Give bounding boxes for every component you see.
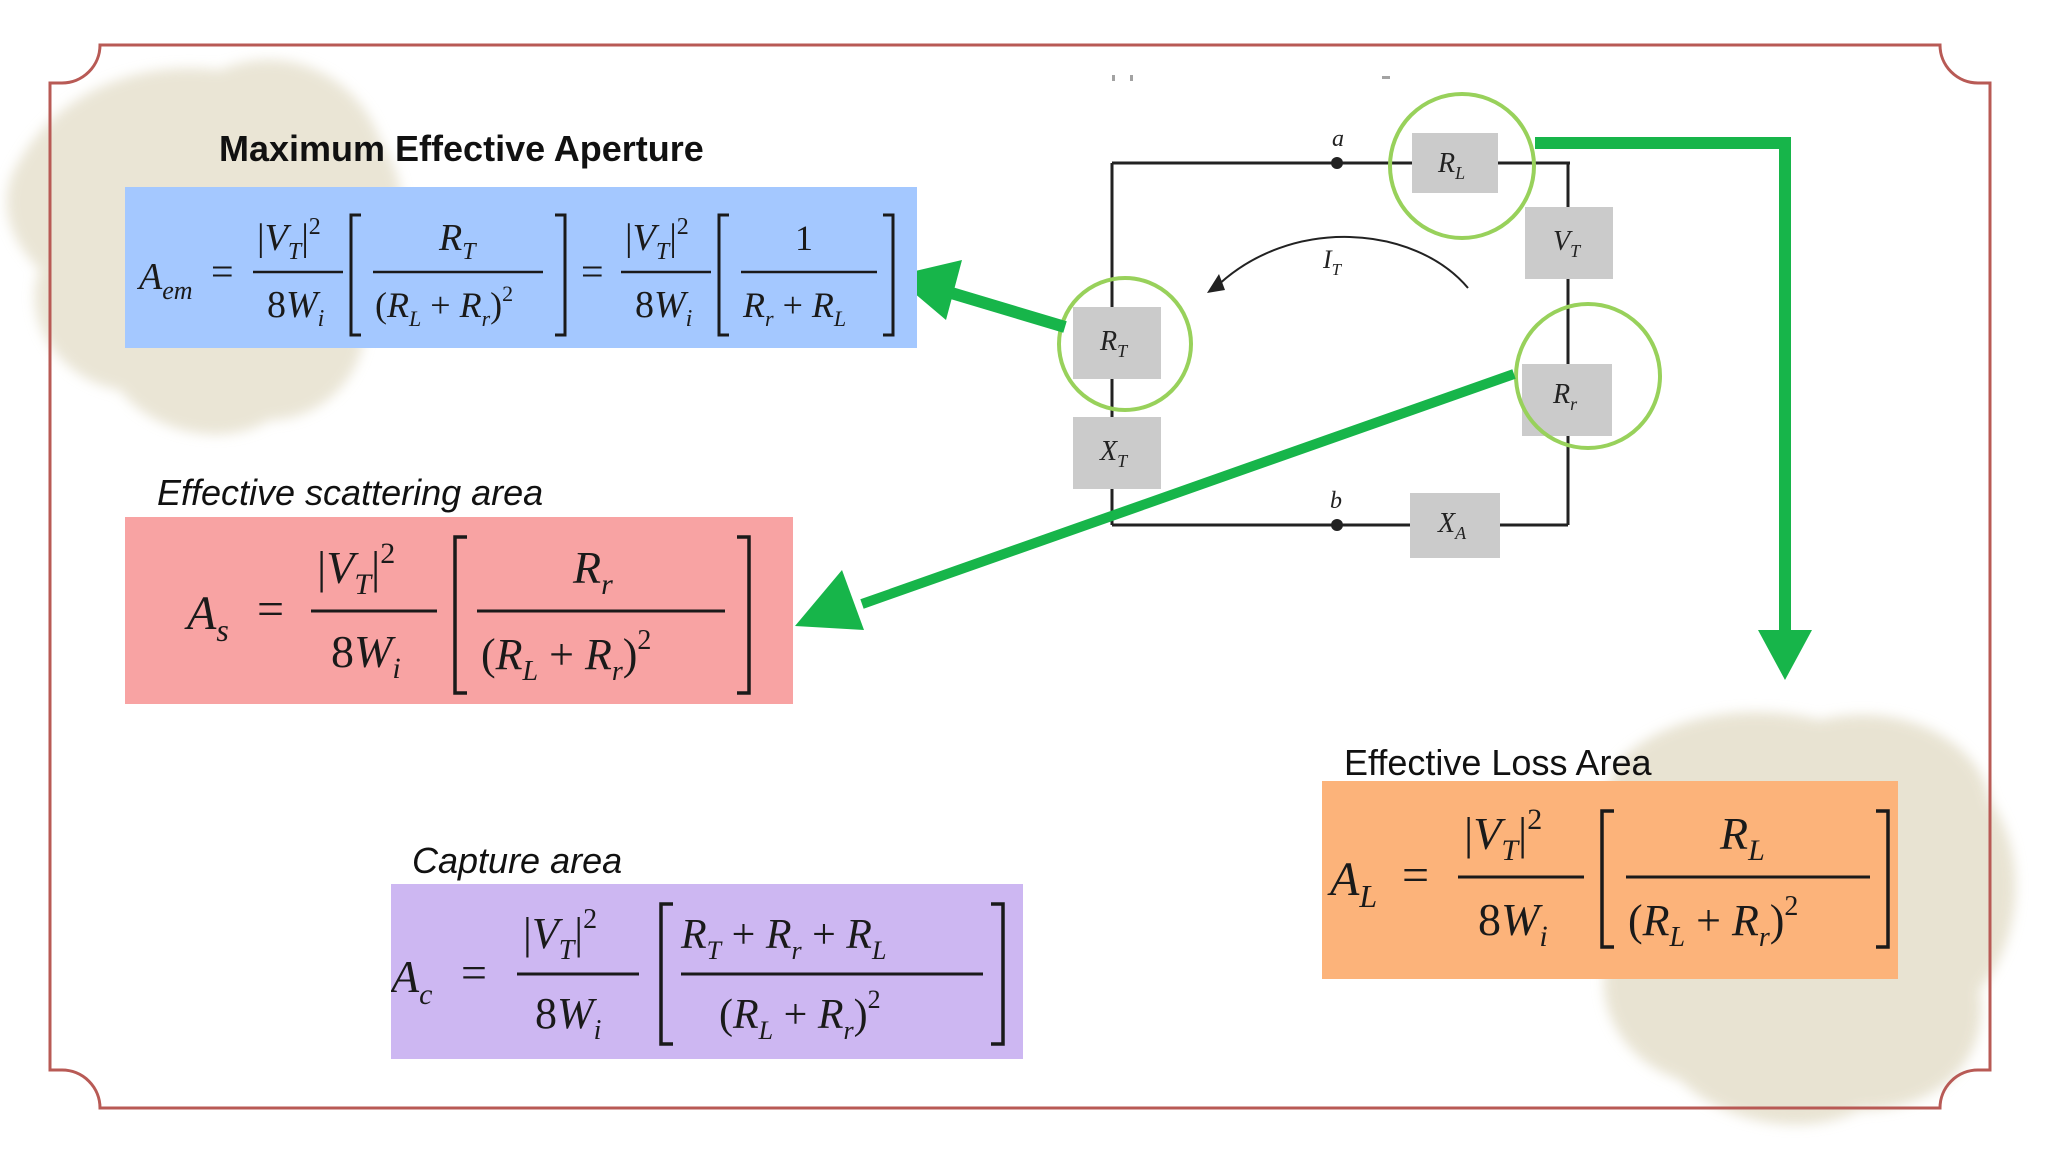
current-arrow [1214, 236, 1469, 289]
svg-text:8Wi: 8Wi [331, 626, 401, 685]
arrowhead-scattering [795, 570, 864, 630]
formula-box-effective-loss-area: AL = |VT|2 8Wi RL (RL + Rr)2 [1322, 781, 1898, 979]
component-rt-box [1073, 307, 1161, 379]
svg-text:1: 1 [795, 218, 813, 258]
node-b-label: b [1330, 488, 1342, 514]
current-label: IT [1322, 245, 1343, 279]
component-vt-label: VT [1553, 226, 1582, 261]
current-arrowhead [1207, 274, 1225, 293]
svg-text:(RL + Rr)2: (RL + Rr)2 [375, 281, 513, 331]
green-arrowheads [795, 260, 1812, 680]
caption-effective-scattering-area: Effective scattering area [157, 472, 544, 513]
svg-text:8Wi: 8Wi [267, 284, 324, 332]
node-b-dot [1331, 519, 1343, 531]
highlight-circle-rl [1388, 92, 1536, 240]
decorative-frame [48, 43, 1992, 1110]
component-xt-box [1073, 417, 1161, 489]
component-rl-label: RL [1437, 148, 1465, 183]
svg-text:Rr + RL: Rr + RL [742, 285, 846, 331]
component-xa-label: XA [1437, 508, 1467, 543]
svg-text:8Wi: 8Wi [535, 989, 601, 1046]
svg-text:=: = [1402, 849, 1429, 902]
formula-box-max-effective-aperture: Aem = |VT|2 8Wi RT (RL + Rr)2 = |VT|2 8W… [125, 187, 917, 348]
node-a-dot [1331, 157, 1343, 169]
arrow-rt-to-aperture [946, 286, 1067, 333]
svg-text:8Wi: 8Wi [635, 284, 692, 332]
svg-text:(RL + Rr)2: (RL + Rr)2 [1628, 891, 1798, 953]
component-rl-box [1412, 133, 1498, 193]
arrow-rl-to-loss [1535, 137, 1791, 632]
svg-text:=: = [581, 249, 604, 294]
caption-max-effective-aperture: Maximum Effective Aperture [219, 128, 704, 169]
svg-text:(RL + Rr)2: (RL + Rr)2 [719, 985, 881, 1045]
svg-text:=: = [257, 583, 284, 636]
figure-remnant-marks [1112, 75, 1390, 81]
svg-text:=: = [211, 249, 234, 294]
component-vt-box [1525, 207, 1613, 279]
caption-capture-area: Capture area [412, 840, 623, 881]
svg-text:(RL + Rr)2: (RL + Rr)2 [481, 625, 651, 687]
component-rr-label: Rr [1552, 379, 1578, 414]
arrow-rr-to-scattering [860, 369, 1516, 609]
arrowhead-loss [1758, 630, 1812, 680]
svg-text:Ac: Ac [391, 951, 432, 1011]
formula-box-capture-area: Ac = |VT|2 8Wi RT + Rr + RL (RL + Rr)2 [391, 884, 1023, 1059]
highlight-circle-rr [1514, 302, 1662, 450]
green-arrows [860, 137, 1791, 632]
svg-text:=: = [461, 947, 487, 998]
component-xt-label: XT [1099, 436, 1129, 471]
svg-text:|VT|2: |VT|2 [625, 214, 689, 265]
svg-text:RT + Rr + RL: RT + Rr + RL [680, 912, 886, 965]
component-rt-label: RT [1099, 326, 1129, 361]
component-xa-box [1410, 493, 1500, 558]
formula-box-effective-scattering-area: As = |VT|2 8Wi Rr (RL + Rr)2 [125, 517, 793, 704]
highlight-circle-rt [1057, 276, 1193, 412]
svg-text:8Wi: 8Wi [1478, 894, 1548, 953]
highlight-circles [1057, 92, 1662, 450]
caption-effective-loss-area: Effective Loss Area [1344, 742, 1652, 783]
circuit-wires [1110, 161, 1570, 527]
node-a-label: a [1332, 126, 1344, 152]
